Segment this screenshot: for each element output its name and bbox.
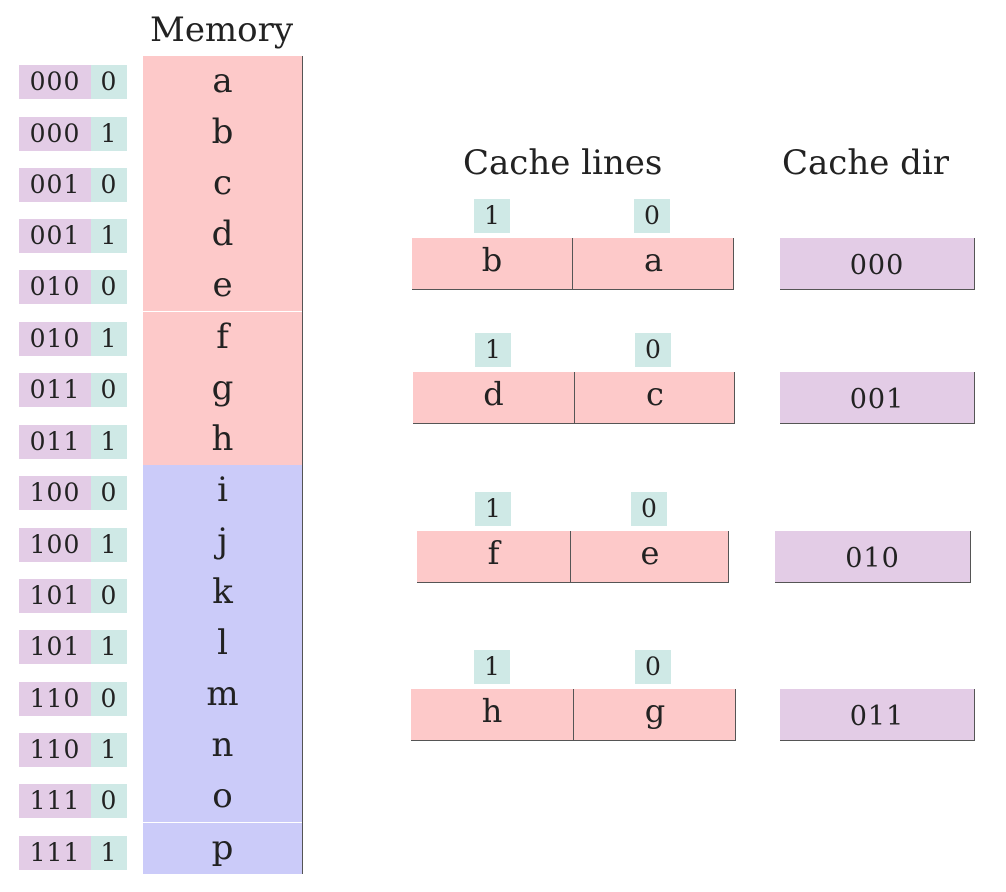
address-offset: 0 <box>91 784 127 818</box>
memory-cell: f <box>143 311 302 363</box>
cache-bit-label: 1 <box>475 333 511 367</box>
cache-line-word: e <box>640 534 660 572</box>
cache-dir-entry: 010 <box>775 531 971 583</box>
address-tag: 011 <box>19 425 91 459</box>
memory-cell: g <box>143 362 302 414</box>
memory-cell: a <box>143 56 302 108</box>
cache-line-word: b <box>412 238 573 289</box>
address-offset: 1 <box>91 630 127 664</box>
address-tag: 101 <box>19 579 91 613</box>
address-tag: 111 <box>19 836 91 870</box>
address-tag: 010 <box>19 270 91 304</box>
memory-cell: l <box>143 618 302 670</box>
address-offset: 0 <box>91 579 127 613</box>
address-offset: 1 <box>91 219 127 253</box>
memory-cell: b <box>143 107 302 159</box>
address-offset: 1 <box>91 733 127 767</box>
cache-line-word: f <box>417 531 571 582</box>
cache-line-word: d <box>413 372 575 423</box>
address-tag: 110 <box>19 682 91 716</box>
address-offset: 0 <box>91 65 127 99</box>
memory-cell: n <box>143 720 302 772</box>
cache-bit-label: 0 <box>635 333 671 367</box>
cache-line-word: c <box>646 375 664 413</box>
memory-cell: h <box>143 413 302 465</box>
memory-title: Memory <box>150 10 294 50</box>
address-offset: 0 <box>91 373 127 407</box>
cache-line-word: g <box>644 692 666 730</box>
address-offset: 1 <box>91 528 127 562</box>
memory-cell: e <box>143 260 302 312</box>
address-tag: 001 <box>19 168 91 202</box>
memory-cell: m <box>143 669 302 721</box>
address-offset: 0 <box>91 682 127 716</box>
address-tag: 100 <box>19 476 91 510</box>
address-tag: 110 <box>19 733 91 767</box>
address-tag: 001 <box>19 219 91 253</box>
memory-cell: j <box>143 515 302 567</box>
memory-cell: c <box>143 158 302 210</box>
cache-bit-label: 1 <box>474 199 510 233</box>
cache-dir-title: Cache dir <box>782 143 950 183</box>
cache-dir-entry: 001 <box>780 372 975 424</box>
address-offset: 1 <box>91 836 127 870</box>
address-offset: 1 <box>91 322 127 356</box>
cache-dir-entry: 011 <box>780 689 975 741</box>
address-offset: 0 <box>91 476 127 510</box>
cache-bit-label: 0 <box>631 492 667 526</box>
address-offset: 0 <box>91 168 127 202</box>
memory-cell: i <box>143 464 302 516</box>
address-offset: 0 <box>91 270 127 304</box>
address-tag: 111 <box>19 784 91 818</box>
address-tag: 000 <box>19 65 91 99</box>
memory-cell: o <box>143 771 302 823</box>
memory-cell: k <box>143 567 302 619</box>
cache-line-word: a <box>643 241 664 279</box>
cache-bit-label: 0 <box>634 199 670 233</box>
address-tag: 101 <box>19 630 91 664</box>
memory-cell: p <box>143 822 302 874</box>
cache-line-word: h <box>411 689 574 740</box>
address-tag: 100 <box>19 528 91 562</box>
address-tag: 010 <box>19 322 91 356</box>
cache-bit-label: 0 <box>635 650 671 684</box>
address-offset: 1 <box>91 117 127 151</box>
address-tag: 000 <box>19 117 91 151</box>
cache-bit-label: 1 <box>475 492 511 526</box>
memory-cell: d <box>143 209 302 261</box>
cache-bit-label: 1 <box>474 650 510 684</box>
address-offset: 1 <box>91 425 127 459</box>
address-tag: 011 <box>19 373 91 407</box>
cache-dir-entry: 000 <box>780 238 975 290</box>
cache-lines-title: Cache lines <box>463 143 663 183</box>
